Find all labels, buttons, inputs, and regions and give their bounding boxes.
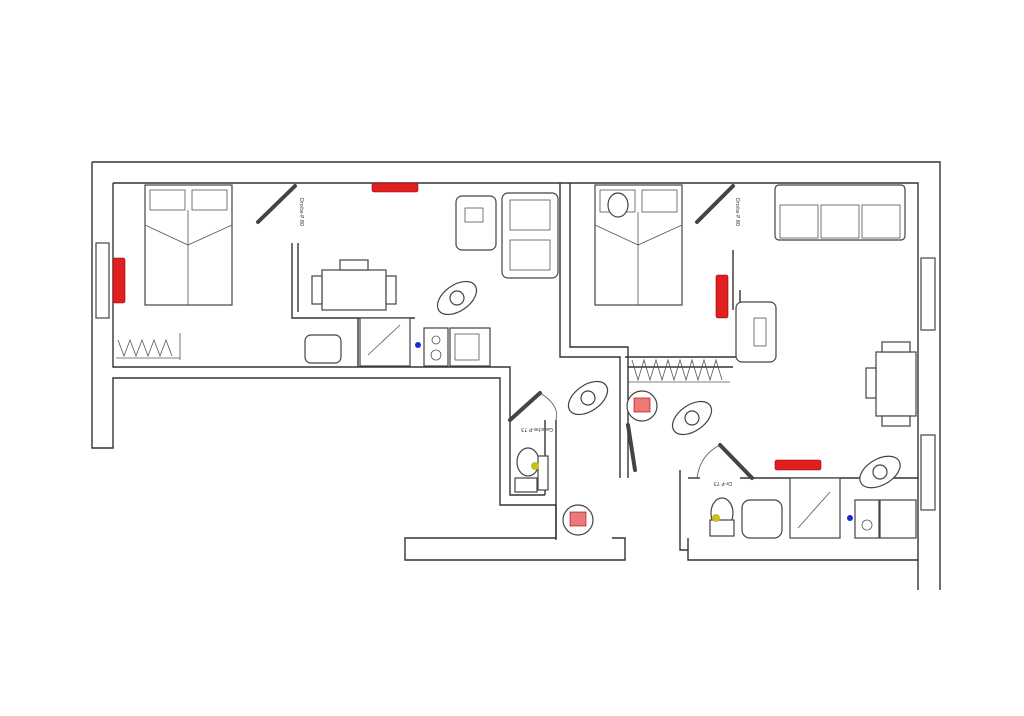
kitchen-1	[304, 317, 491, 367]
door-hall	[626, 423, 637, 472]
person-figure	[436, 280, 901, 489]
armchairs	[455, 192, 559, 279]
door-wc-1: Gauche-P 73	[508, 391, 558, 432]
radiator-left-1	[112, 257, 126, 304]
door-bedroom-1: Droite-P 80	[256, 184, 304, 226]
radiator-top-2	[774, 459, 822, 471]
radiator-right-2	[715, 274, 729, 319]
wardrobe-2	[628, 358, 730, 383]
door-label: Gauche-P 73	[521, 426, 553, 432]
dining-table-1	[311, 259, 397, 311]
bathroom-2	[709, 477, 917, 539]
door-label: Droite-P 80	[298, 198, 304, 226]
toilet-1	[514, 447, 549, 493]
radiator-top-1	[371, 182, 419, 193]
door-wc-2: Dr-P 73	[696, 443, 754, 486]
desk-chair	[735, 301, 777, 363]
radiator-towel-1	[562, 504, 594, 536]
door-label: Droite-P 80	[734, 198, 740, 226]
sofa	[774, 184, 906, 241]
door-label: Dr-P 73	[714, 480, 732, 486]
bed-2	[594, 184, 683, 306]
radiator-towel-2	[626, 390, 658, 422]
wardrobe-1	[116, 333, 181, 360]
door-bedroom-2: Droite-P 80	[695, 184, 740, 310]
dining-table-2	[865, 341, 917, 427]
bed-1	[144, 184, 233, 306]
